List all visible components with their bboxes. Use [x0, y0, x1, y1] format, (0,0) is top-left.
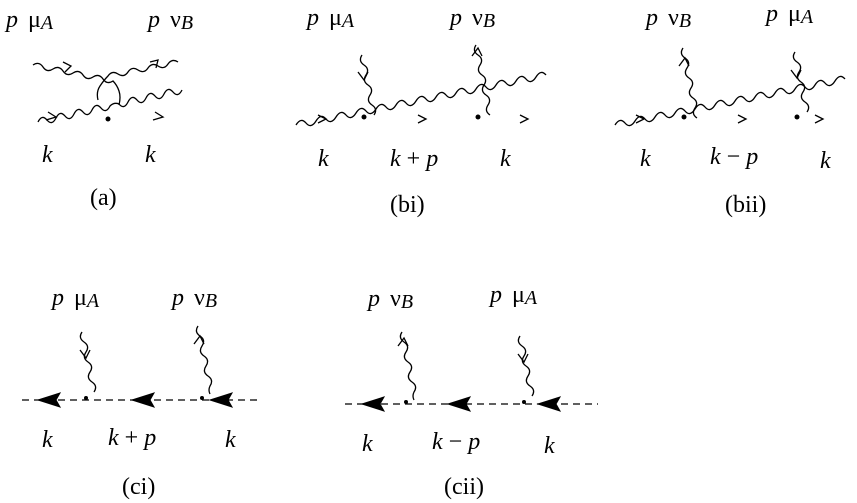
diagram-ci-mom-right: k [225, 427, 236, 453]
diagram-bii-arrow-2 [737, 114, 748, 124]
diagram-bi-arrow-2 [417, 114, 428, 124]
diagram-bi-mom-right: k [500, 146, 511, 172]
diagram-cii-arrow-1 [360, 396, 386, 412]
diagram-cii-arrow-photon-right [517, 353, 529, 364]
diagram-cii-arrow-2 [446, 396, 472, 412]
diagram-cii-vertex-right [522, 400, 526, 404]
diagram-cii-caption: (cii) [444, 474, 484, 500]
diagram-ci-photon-left [79, 331, 97, 393]
diagram-a-photon-left [32, 62, 121, 106]
diagram-bi-arrow-photon-left [357, 71, 369, 82]
diagram-bi-photon-left [359, 54, 377, 116]
diagram-bii-photon-right [792, 51, 810, 113]
diagram-bi-arrow-1 [317, 114, 328, 124]
diagram-cii-arrow-photon-left [397, 336, 409, 347]
diagram-ci-arrow-3 [208, 392, 234, 408]
diagram-ci-arrow-photon-right [193, 334, 205, 345]
diagram-bii-caption: (bii) [725, 192, 766, 218]
diagram-bi-mom-mid: k + p [390, 146, 438, 172]
diagram-bi-caption: (bi) [390, 192, 425, 218]
diagram-a-arrow-photon-right [149, 59, 159, 69]
diagram-bii-mom-mid: k − p [710, 144, 758, 170]
diagram-a-caption: (a) [90, 185, 117, 211]
diagram-bii-mom-right: k [820, 148, 831, 174]
diagram-bii-vertex-left [681, 114, 687, 120]
diagram-cii-mom-right: k [544, 433, 555, 459]
diagram-bii-arrow-photon-right [790, 69, 802, 80]
diagram-cii-vertex-left [404, 400, 408, 404]
diagram-a-photon-right [96, 59, 179, 101]
diagram-ci-arrow-photon-left [79, 349, 91, 360]
diagram-ci-caption: (ci) [122, 474, 155, 500]
diagram-bi-arrow-3 [519, 114, 530, 124]
diagram-cii-photon-left [399, 331, 417, 401]
diagram-bii-vertex-right [794, 114, 800, 120]
diagram-bii-photon-left [680, 47, 698, 119]
diagram-ci-vertex-right [200, 396, 204, 400]
diagram-ci-photon-right [195, 325, 213, 395]
diagram-bii-mom-left: k [640, 146, 651, 172]
diagram-bii-gluon-line [614, 75, 846, 127]
diagram-a-arrow-left [45, 111, 58, 121]
diagram-a-mom-left: k [42, 142, 53, 168]
diagram-cii-photon-right [517, 335, 535, 397]
diagram-bi-vertex-left [361, 114, 367, 120]
diagram-bi-vertex-right [475, 114, 481, 120]
diagram-a-vertex [105, 116, 111, 122]
diagram-bi-arrow-photon-right [471, 46, 483, 57]
diagram-ci-vertex-left [84, 396, 88, 400]
diagram-bi-photon-right [473, 44, 491, 116]
diagram-a-gluon-line [37, 88, 183, 124]
diagram-a-arrow-photon-left [62, 61, 73, 73]
diagram-bi-gluon-line [295, 71, 547, 127]
diagram-bii-arrow-photon-left [678, 56, 690, 67]
diagram-a-arrow-right [152, 111, 165, 121]
diagram-cii-mom-mid: k − p [432, 429, 480, 455]
diagram-ci-mom-left: k [42, 427, 53, 453]
diagram-cii-mom-left: k [362, 431, 373, 457]
diagram-a-mom-right: k [145, 142, 156, 168]
diagram-bii-arrow-1 [635, 114, 646, 124]
diagram-ci-mom-mid: k + p [108, 425, 156, 451]
diagram-ci-arrow-1 [36, 392, 62, 408]
diagram-bi-mom-left: k [318, 146, 329, 172]
diagram-ci-arrow-2 [130, 392, 156, 408]
diagram-bii-arrow-3 [814, 114, 825, 124]
diagram-cii-arrow-3 [536, 396, 562, 412]
